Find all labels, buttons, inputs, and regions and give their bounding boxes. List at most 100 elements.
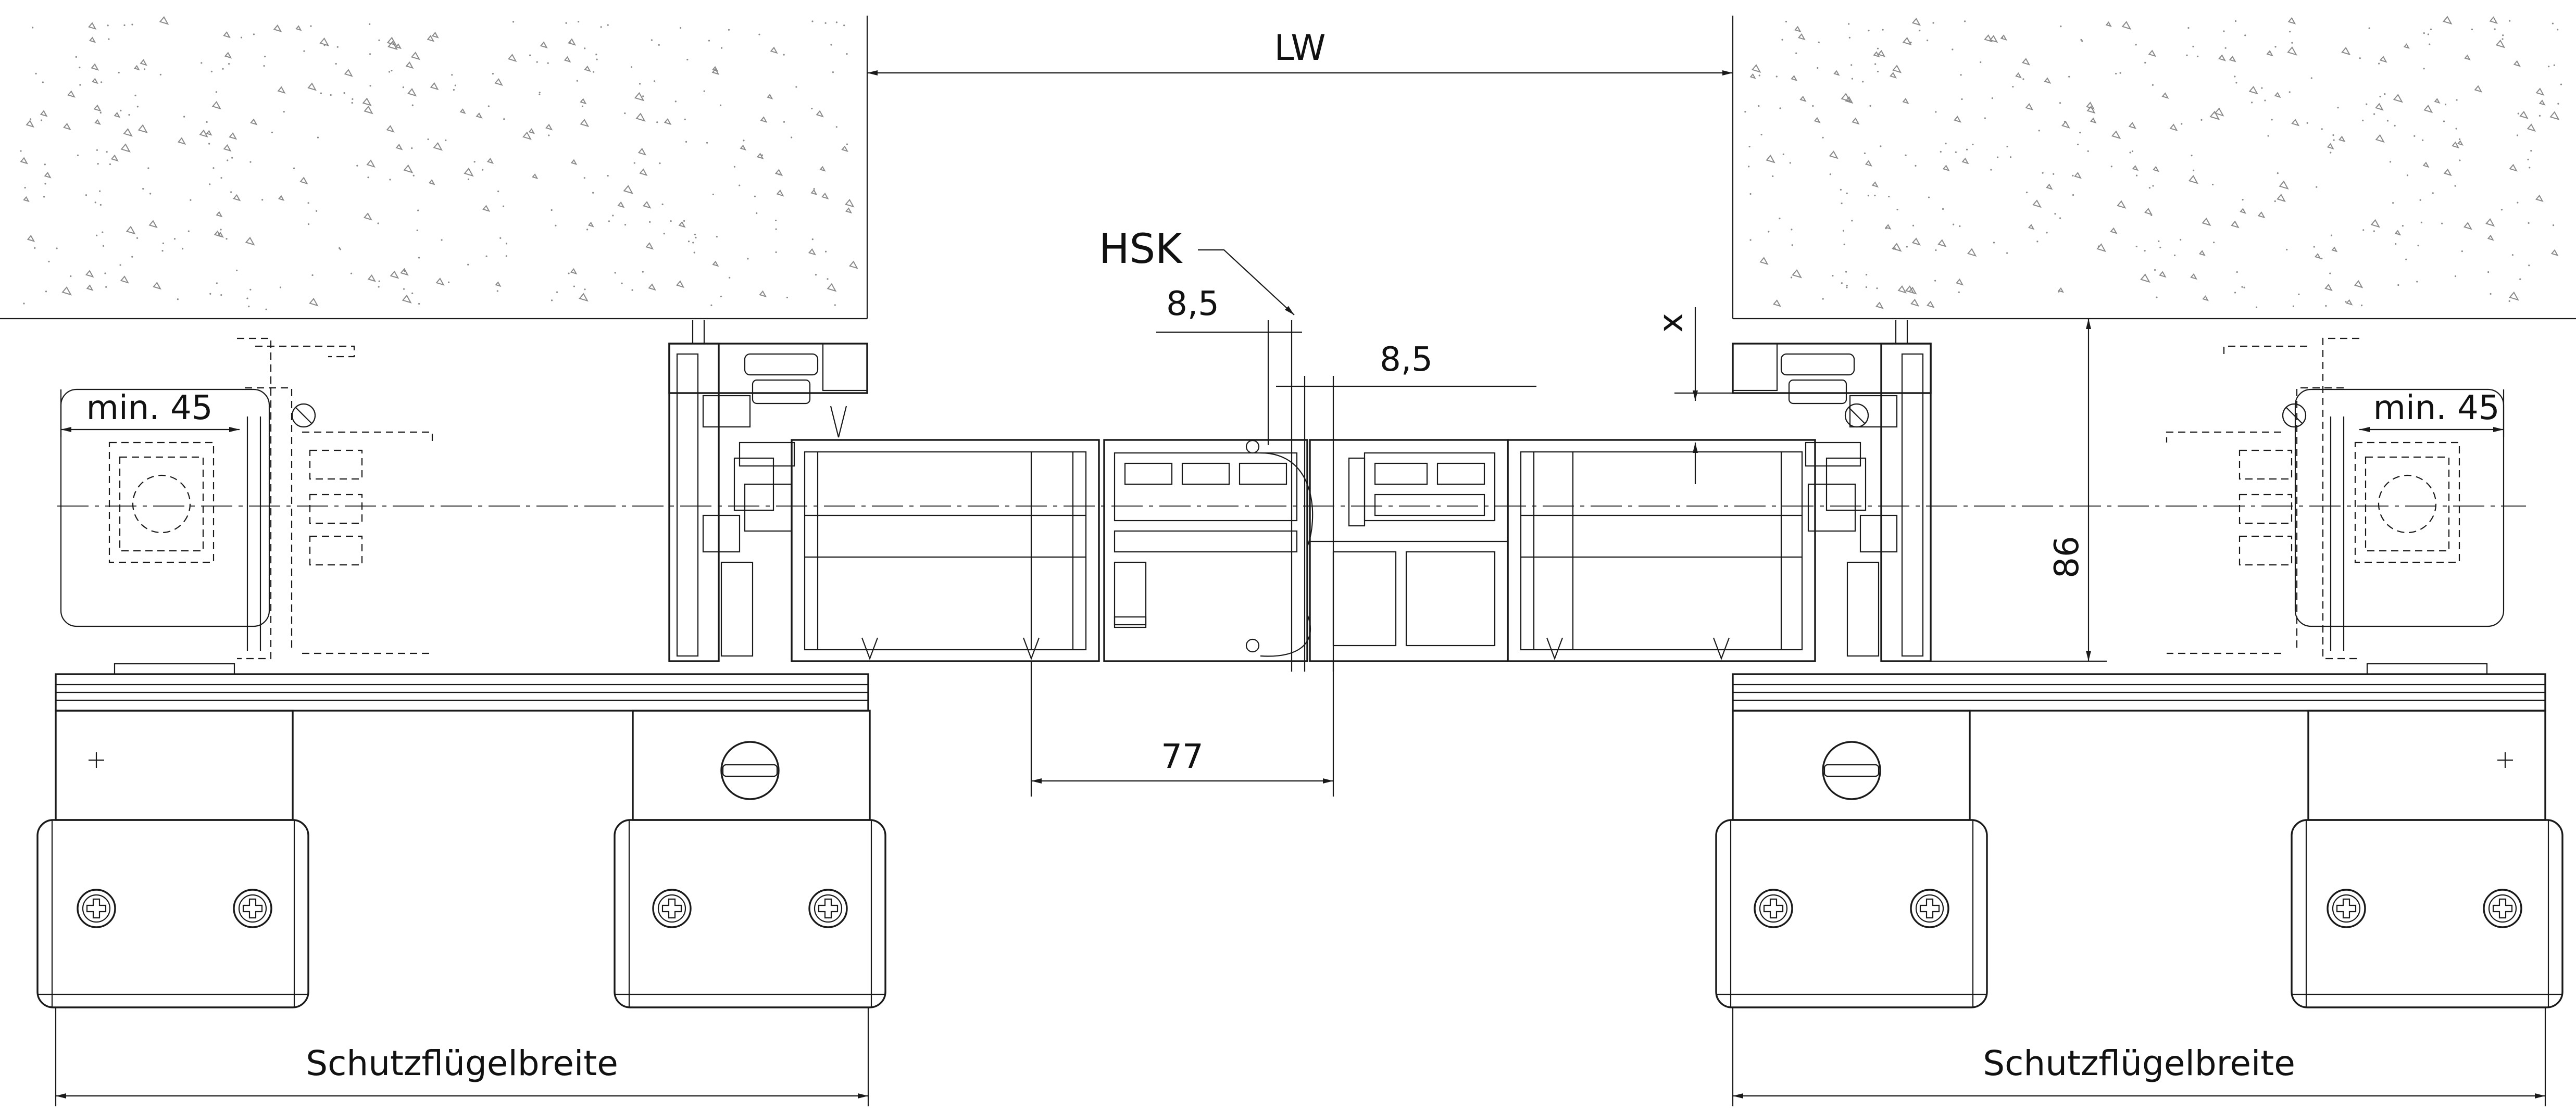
concrete-dot — [2552, 224, 2555, 226]
concrete-dot — [1782, 153, 1784, 155]
concrete-dot — [1779, 218, 1781, 220]
lw-label: LW — [1274, 28, 1326, 69]
dim-77: 77 — [1161, 738, 1203, 776]
concrete-dot — [581, 105, 584, 107]
concrete-grain — [403, 164, 414, 173]
concrete-grain — [580, 98, 587, 105]
concrete-dot — [2053, 173, 2055, 175]
concrete-dot — [330, 94, 332, 96]
concrete-grain — [20, 157, 28, 165]
meeting-stile-left — [1103, 439, 1314, 662]
concrete-dot — [283, 111, 285, 113]
concrete-dot — [795, 86, 797, 88]
concrete-grain — [2140, 273, 2150, 283]
concrete-grain — [1865, 160, 1872, 167]
concrete-grain — [2550, 249, 2559, 257]
concrete-dot — [2087, 150, 2089, 152]
slotted-screw-icon — [1822, 741, 1881, 800]
concrete-grain — [110, 154, 119, 162]
concrete-grain — [86, 284, 94, 291]
concrete-dot — [536, 61, 538, 63]
concrete-grain — [2375, 134, 2385, 143]
concrete-dot — [1945, 143, 1947, 145]
concrete-dot — [555, 224, 557, 226]
concrete-grain — [344, 69, 353, 77]
concrete-dot — [775, 228, 777, 230]
concrete-dot — [2234, 20, 2237, 22]
concrete-dot — [187, 230, 190, 232]
concrete-grain — [767, 94, 773, 99]
concrete-grain — [1967, 248, 1977, 257]
concrete-dot — [505, 243, 508, 245]
concrete-grain — [617, 201, 625, 208]
concrete-dot — [2360, 305, 2363, 307]
concrete-dot — [2427, 33, 2429, 35]
concrete-dot — [651, 39, 653, 41]
concrete-dot — [2553, 64, 2555, 66]
concrete-dot — [1874, 194, 1876, 197]
concrete-dot — [2306, 122, 2308, 124]
concrete-grain — [319, 37, 330, 47]
concrete-grain — [528, 128, 535, 134]
concrete-dot — [1882, 29, 1884, 31]
concrete-grain — [2058, 287, 2064, 293]
concrete-dot — [2200, 119, 2203, 121]
concrete-grain — [1749, 73, 1756, 79]
frame-profile-right — [1732, 320, 1932, 662]
concrete-dot — [107, 24, 109, 27]
concrete-grain — [1926, 300, 1935, 308]
concrete-grain — [486, 158, 494, 164]
concrete-dot — [2187, 27, 2190, 29]
concrete-dot — [2560, 83, 2562, 85]
concrete-dot — [2459, 159, 2461, 161]
concrete-grain — [2121, 21, 2132, 30]
phillips-screw-icon — [77, 889, 116, 928]
concrete-grain — [827, 283, 837, 292]
concrete-grain — [2090, 117, 2097, 124]
concrete-grain — [711, 68, 720, 75]
concrete-dot — [2038, 130, 2040, 132]
phillips-screw-icon — [1910, 889, 1949, 928]
concrete-dot — [835, 21, 838, 23]
concrete-dot — [499, 237, 502, 239]
concrete-dot — [1912, 224, 1915, 226]
concrete-dot — [2345, 301, 2347, 303]
concrete-dot — [612, 214, 614, 217]
concrete-dot — [261, 199, 264, 201]
concrete-dot — [2419, 199, 2421, 201]
concrete-dot — [77, 154, 79, 156]
concrete-grain — [27, 235, 35, 242]
concrete-dot — [183, 116, 185, 118]
concrete-grain — [584, 66, 591, 72]
concrete-dot — [607, 24, 609, 26]
concrete-grain — [44, 172, 52, 179]
concrete-dot — [2405, 258, 2407, 260]
concrete-dot — [2191, 155, 2193, 157]
concrete-grain — [1877, 49, 1885, 57]
concrete-dot — [2255, 306, 2258, 308]
concrete-dot — [212, 167, 215, 169]
sash-left — [791, 439, 1100, 662]
concrete-dot — [162, 242, 165, 244]
concrete-dot — [583, 177, 585, 179]
dim-85-right: 8,5 — [1380, 340, 1433, 379]
concrete-grain — [2331, 246, 2338, 253]
concrete-grain — [94, 119, 101, 125]
concrete-dot — [307, 202, 309, 204]
concrete-dot — [136, 106, 139, 108]
concrete-grain — [2229, 56, 2236, 62]
concrete-dot — [2310, 77, 2312, 79]
concrete-dot — [621, 282, 623, 284]
concrete-dot — [2494, 28, 2496, 30]
hinge-block-3 — [1715, 710, 1988, 1008]
concrete-dot — [240, 36, 243, 39]
concrete-dot — [102, 245, 105, 247]
concrete-dot — [2135, 245, 2137, 248]
phillips-screws — [77, 889, 2522, 928]
concrete-dot — [716, 236, 718, 238]
concrete-grain — [634, 92, 645, 102]
concrete-dot — [161, 250, 164, 252]
concrete-grain — [133, 65, 140, 71]
concrete-dot — [600, 26, 602, 28]
concrete-dot — [388, 71, 391, 73]
